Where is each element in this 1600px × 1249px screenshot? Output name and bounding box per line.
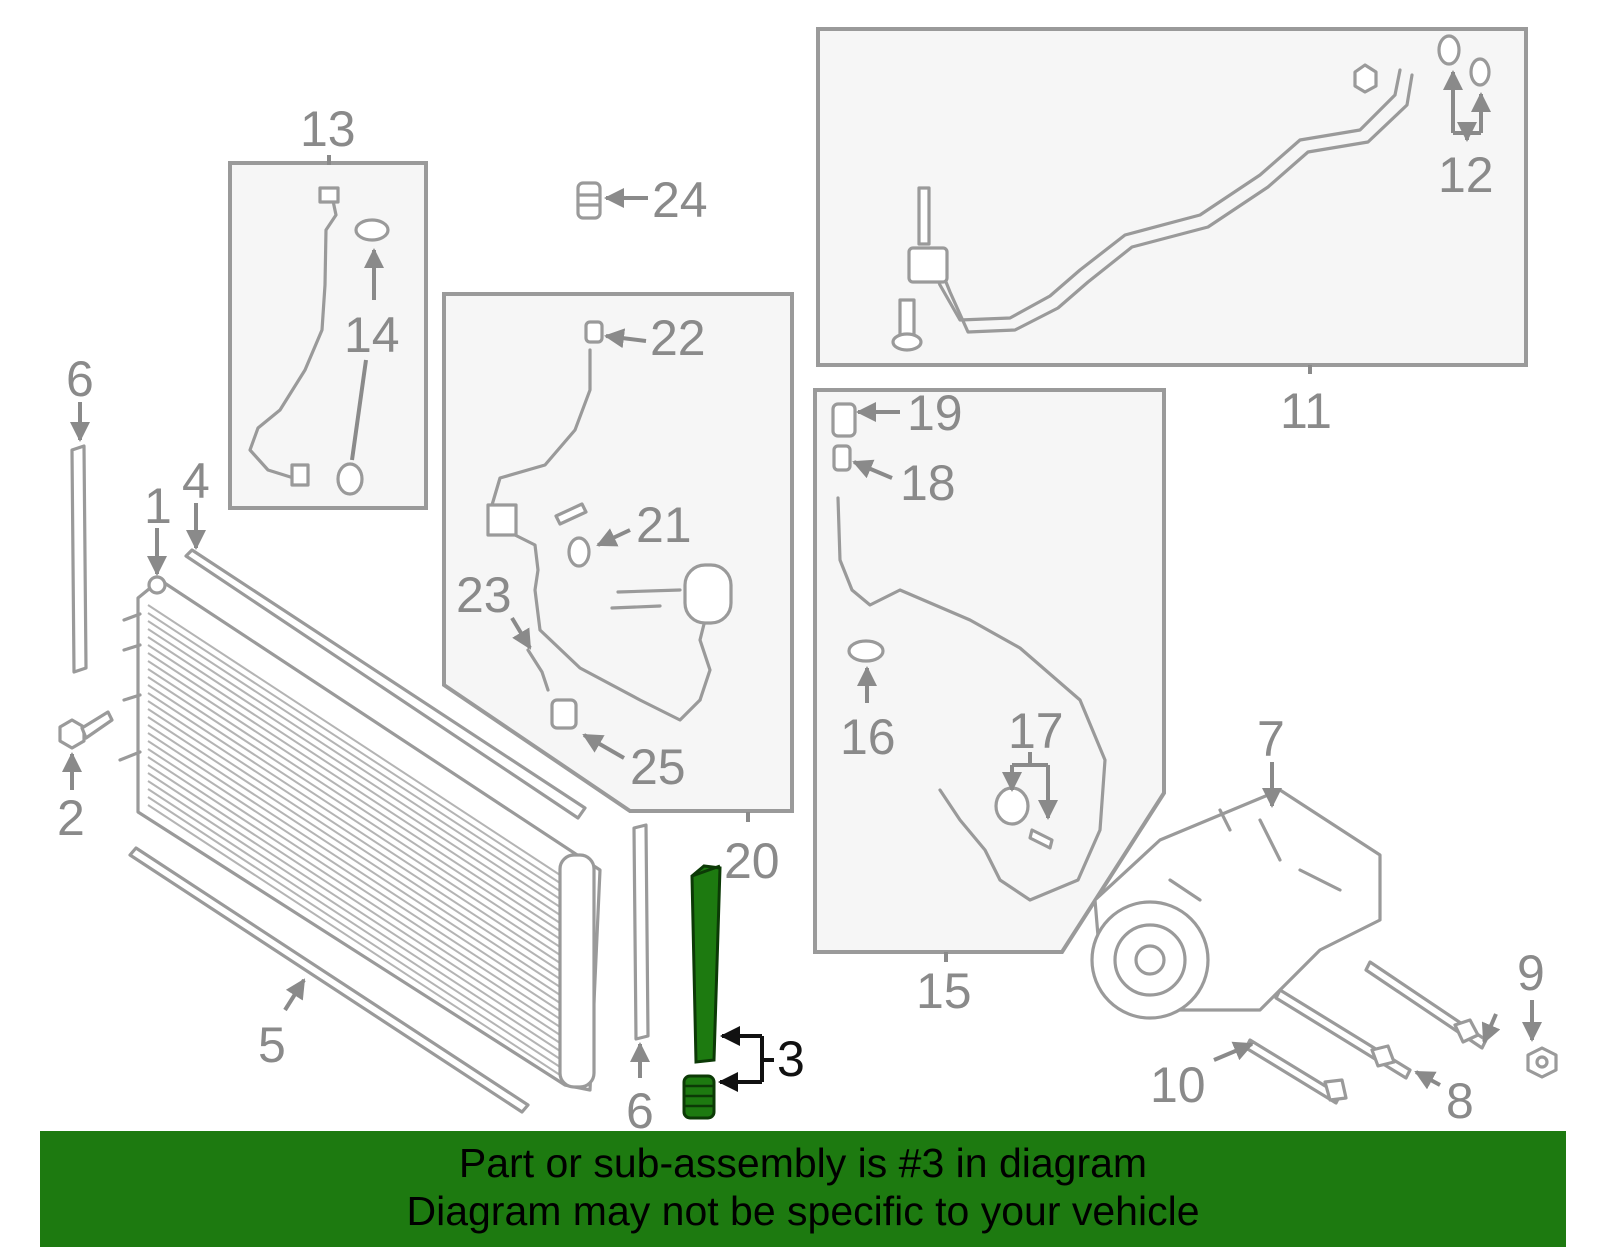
banner-line-2: Diagram may not be specific to your vehi… <box>406 1188 1200 1234</box>
condenser-fin <box>147 604 561 876</box>
callout-24: 24 <box>652 172 708 228</box>
gasket-17 <box>994 786 1030 826</box>
callout-10: 10 <box>1150 1057 1206 1113</box>
condenser-fin <box>147 764 561 1036</box>
callout-16: 16 <box>840 709 896 765</box>
condenser-fin <box>147 724 561 996</box>
o-ring-12-a <box>1437 34 1461 66</box>
callout-14: 14 <box>344 307 400 363</box>
condenser-fin <box>147 804 561 1076</box>
callout-25: 25 <box>630 739 686 795</box>
condenser-fin <box>147 708 561 980</box>
callout-6-top: 6 <box>66 351 94 407</box>
tube-assembly-11 <box>891 34 1491 352</box>
seal-strip-4 <box>184 548 587 820</box>
condenser <box>118 575 602 1092</box>
condenser-fin <box>147 652 561 924</box>
callout-7: 7 <box>1257 711 1285 767</box>
seal-strip-5 <box>128 846 530 1114</box>
group-box-11 <box>816 27 1528 367</box>
callout-1: 1 <box>144 478 172 534</box>
condenser-fin <box>147 796 561 1068</box>
callout-6-bottom: 6 <box>626 1083 654 1139</box>
group-box-13 <box>228 161 428 510</box>
hose-assembly-13 <box>248 186 390 496</box>
callout-23: 23 <box>456 567 512 623</box>
callout-5: 5 <box>258 1017 286 1073</box>
callout-13: 13 <box>300 101 356 157</box>
callout-11: 11 <box>1280 383 1332 439</box>
bolt-2 <box>58 710 114 750</box>
callout-15: 15 <box>916 963 972 1019</box>
o-ring-14-top <box>354 218 390 242</box>
condenser-fin <box>147 732 561 1004</box>
cap-19 <box>831 402 857 438</box>
bolt-8-lower <box>1274 988 1412 1080</box>
condenser-fin <box>147 660 561 932</box>
callout-17: 17 <box>1008 703 1064 759</box>
condenser-fin <box>147 780 561 1052</box>
o-ring-14-bottom <box>336 462 364 496</box>
callout-19: 19 <box>907 385 963 441</box>
banner-line-1: Part or sub-assembly is #3 in diagram <box>458 1140 1148 1186</box>
callout-2: 2 <box>57 790 85 846</box>
condenser-fin <box>147 668 561 940</box>
valve-core-18 <box>832 444 852 472</box>
condenser-fin <box>147 620 561 892</box>
bolt-8-upper <box>1364 960 1488 1050</box>
condenser-fin <box>147 772 561 1044</box>
condenser-fin <box>147 692 561 964</box>
condenser-fin <box>147 684 561 956</box>
callout-9: 9 <box>1517 945 1545 1001</box>
pressure-switch-cap-24 <box>576 181 602 220</box>
condenser-fin <box>147 716 561 988</box>
condenser-fin <box>147 756 561 1028</box>
callout-20: 20 <box>724 833 780 889</box>
drier-plug-3 <box>682 1074 716 1120</box>
condenser-fin <box>147 748 561 1020</box>
bolt-21 <box>554 502 588 526</box>
group-box-15 <box>813 388 1166 954</box>
bolt-10 <box>1244 1038 1348 1105</box>
o-ring-12-b <box>1469 57 1491 87</box>
condenser-fin <box>147 612 561 884</box>
receiver-drier-3 <box>682 864 722 1120</box>
condenser-fin <box>147 644 561 916</box>
o-ring-21 <box>567 536 591 568</box>
part-info-banner: Part or sub-assembly is #3 in diagram Di… <box>40 1131 1566 1247</box>
hose-assembly-15 <box>831 402 1107 902</box>
group-box-20 <box>442 292 794 813</box>
o-ring-16 <box>847 639 885 663</box>
callout-3: 3 <box>777 1031 805 1087</box>
condenser-fin <box>147 628 561 900</box>
condenser-fin <box>147 676 561 948</box>
bracket-6-right <box>632 823 650 1041</box>
condenser-fin <box>147 740 561 1012</box>
bracket-6-left <box>70 444 88 674</box>
callout-18: 18 <box>900 455 956 511</box>
tube-assembly-20 <box>486 320 733 730</box>
nut-9 <box>1526 1046 1558 1079</box>
callout-8: 8 <box>1446 1073 1474 1129</box>
sensor-25 <box>550 698 578 730</box>
condenser-fin <box>147 700 561 972</box>
compressor-7 <box>1090 788 1382 1020</box>
bolt-17 <box>1028 828 1054 850</box>
callout-22: 22 <box>650 310 706 366</box>
callout-21: 21 <box>636 497 692 553</box>
callout-4: 4 <box>182 453 210 509</box>
condenser-fin <box>147 788 561 1060</box>
valve-23 <box>526 648 550 692</box>
condenser-fin <box>147 636 561 908</box>
callout-12: 12 <box>1438 147 1494 203</box>
